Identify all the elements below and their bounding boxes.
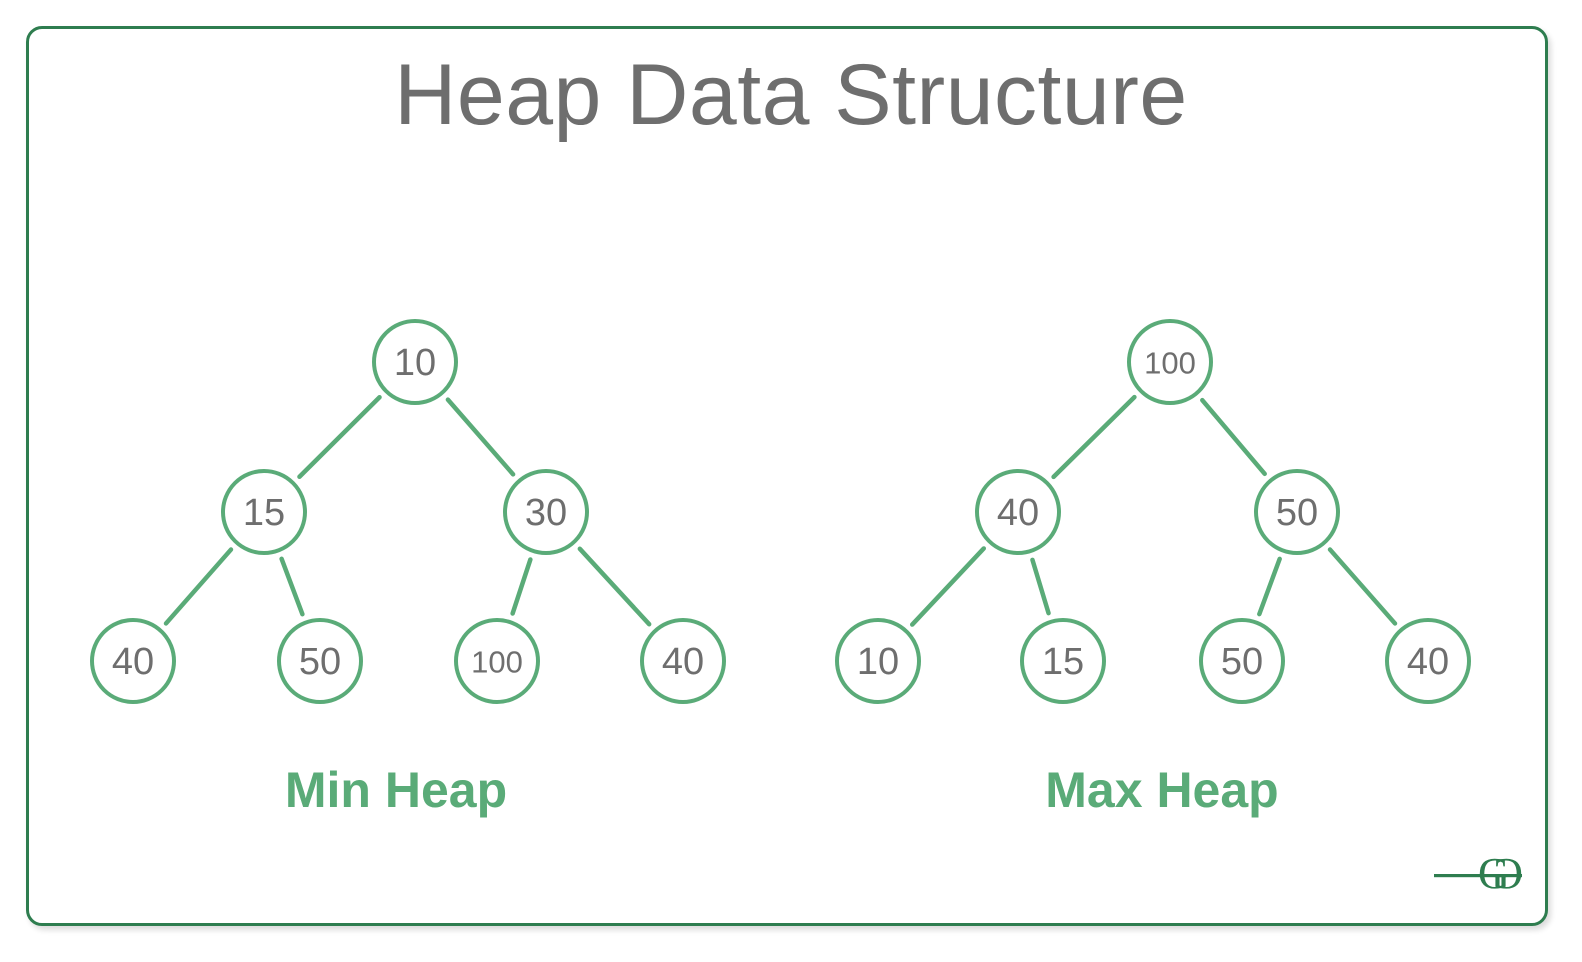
gfg-logo-mirrored-g: G: [1491, 849, 1523, 898]
tree-edge: [163, 547, 234, 626]
tree-node: 40: [90, 618, 176, 704]
edges-layer: [163, 394, 1398, 627]
tree-node: 10: [372, 319, 458, 405]
tree-node-label: 40: [662, 641, 704, 683]
tree-node-label: 15: [1042, 641, 1084, 683]
tree-node-circle: [1127, 319, 1213, 405]
tree-node: 40: [640, 618, 726, 704]
tree-node-label: 30: [525, 492, 567, 534]
tree-node-label: 15: [243, 492, 285, 534]
gfg-logo-bar: [1434, 874, 1522, 878]
geeksforgeeks-logo-icon: G G: [1434, 849, 1523, 898]
heap-caption-min: Min Heap: [285, 762, 507, 818]
tree-edge: [510, 557, 533, 616]
tree-node: 50: [277, 618, 363, 704]
tree-node: 40: [1385, 618, 1471, 704]
nodes-layer: 10 15 30 40 50 100 40 100 40 50 10 15 50 40: [90, 319, 1471, 704]
tree-node-circle: [454, 618, 540, 704]
tree-node-circle: [1254, 469, 1340, 555]
tree-node-label: 10: [857, 641, 899, 683]
tree-node-label: 50: [1276, 492, 1318, 534]
tree-node-label: 100: [471, 645, 523, 680]
tree-node-circle: [90, 618, 176, 704]
tree-edge: [1051, 394, 1137, 480]
tree-edge: [909, 546, 987, 627]
tree-edge: [577, 546, 652, 627]
tree-node-label: 40: [997, 492, 1039, 534]
tree-node-label: 50: [1221, 641, 1263, 683]
tree-node-label: 40: [1407, 641, 1449, 683]
tree-node: 10: [835, 618, 921, 704]
tree-node-circle: [1199, 618, 1285, 704]
tree-node-label: 10: [394, 342, 436, 384]
tree-edge: [1200, 397, 1267, 477]
tree-node-circle: [1020, 618, 1106, 704]
tree-edge: [1257, 556, 1282, 617]
tree-node: 30: [503, 469, 589, 555]
tree-edge: [445, 397, 516, 477]
tree-node-circle: [640, 618, 726, 704]
gfg-logo-g: G: [1478, 849, 1510, 898]
tree-node: 50: [1199, 618, 1285, 704]
tree-node: 40: [975, 469, 1061, 555]
tree-node-label: 50: [299, 641, 341, 683]
page-title: Heap Data Structure: [394, 47, 1188, 143]
tree-node-label: 40: [112, 641, 154, 683]
captions-layer: Min Heap Max Heap: [285, 762, 1279, 818]
tree-node-circle: [277, 618, 363, 704]
tree-edge: [1327, 547, 1398, 626]
tree-node-circle: [1385, 618, 1471, 704]
tree-node: 50: [1254, 469, 1340, 555]
tree-node-label: 100: [1144, 346, 1196, 381]
tree-edge: [279, 556, 305, 617]
heap-caption-max: Max Heap: [1045, 762, 1278, 818]
tree-node-circle: [372, 319, 458, 405]
tree-edge: [1030, 557, 1051, 616]
tree-node-circle: [835, 618, 921, 704]
tree-node-circle: [975, 469, 1061, 555]
tree-edge: [297, 394, 382, 480]
tree-node: 100: [1127, 319, 1213, 405]
tree-node: 15: [221, 469, 307, 555]
tree-node-circle: [221, 469, 307, 555]
tree-node-circle: [503, 469, 589, 555]
tree-node: 15: [1020, 618, 1106, 704]
tree-node: 100: [454, 618, 540, 704]
